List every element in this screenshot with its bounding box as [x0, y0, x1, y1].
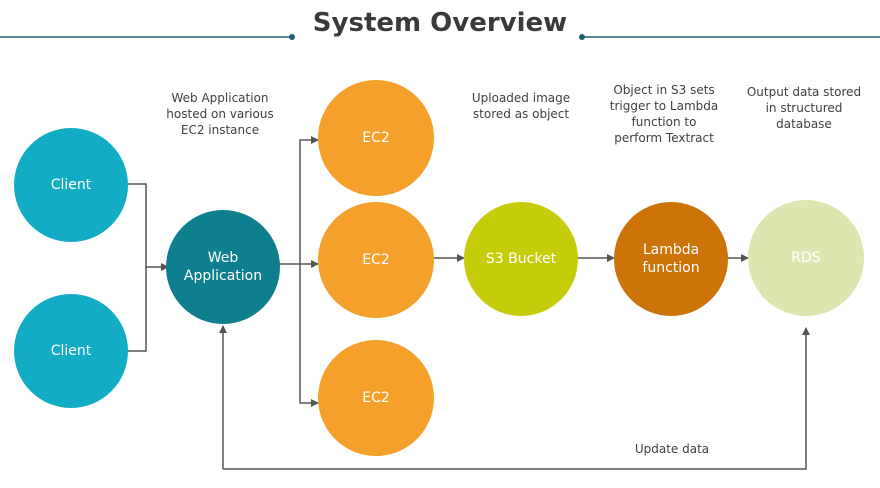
rds-node-label: RDS	[791, 250, 821, 266]
webapp-note: Web Application hosted on various EC2 in…	[166, 91, 274, 137]
page-title: System Overview	[312, 8, 568, 38]
client-node-1: Client	[14, 128, 128, 242]
connector-client1-webapp	[128, 183, 147, 267]
rds-node: RDS	[748, 200, 864, 316]
connector-webapp-ec2-bottom	[299, 264, 319, 407]
lambda-node-label: Lambda function	[642, 242, 700, 276]
arrow-update-rds	[223, 327, 810, 470]
title-rule-left-dot	[289, 34, 295, 40]
ec2-node-top: EC2	[318, 80, 434, 196]
title-rule-right-dot	[579, 34, 585, 40]
lambda-note: Object in S3 sets trigger to Lambda func…	[609, 83, 719, 145]
client-node-2: Client	[14, 294, 128, 408]
web-application-node-label: Web Application	[183, 250, 263, 284]
web-application-node: Web Application	[166, 210, 280, 324]
s3-bucket-node: S3 Bucket	[464, 202, 578, 316]
ec2-node-middle: EC2	[318, 202, 434, 318]
rds-note: Output data stored in structured databas…	[746, 85, 862, 131]
connector-client2-webapp	[128, 267, 147, 352]
client-node-2-label: Client	[50, 343, 92, 359]
s3-note: Uploaded image stored as object	[471, 91, 571, 121]
ec2-node-bottom-label: EC2	[362, 390, 390, 406]
connector-webapp-ec2-top	[299, 136, 319, 264]
ec2-node-middle-label: EC2	[362, 252, 390, 268]
lambda-node: Lambda function	[614, 202, 728, 316]
ec2-node-top-label: EC2	[362, 130, 390, 146]
client-node-1-label: Client	[50, 177, 92, 193]
update-data-note: Update data	[634, 442, 710, 456]
s3-bucket-node-label: S3 Bucket	[485, 251, 557, 267]
ec2-node-bottom: EC2	[318, 340, 434, 456]
